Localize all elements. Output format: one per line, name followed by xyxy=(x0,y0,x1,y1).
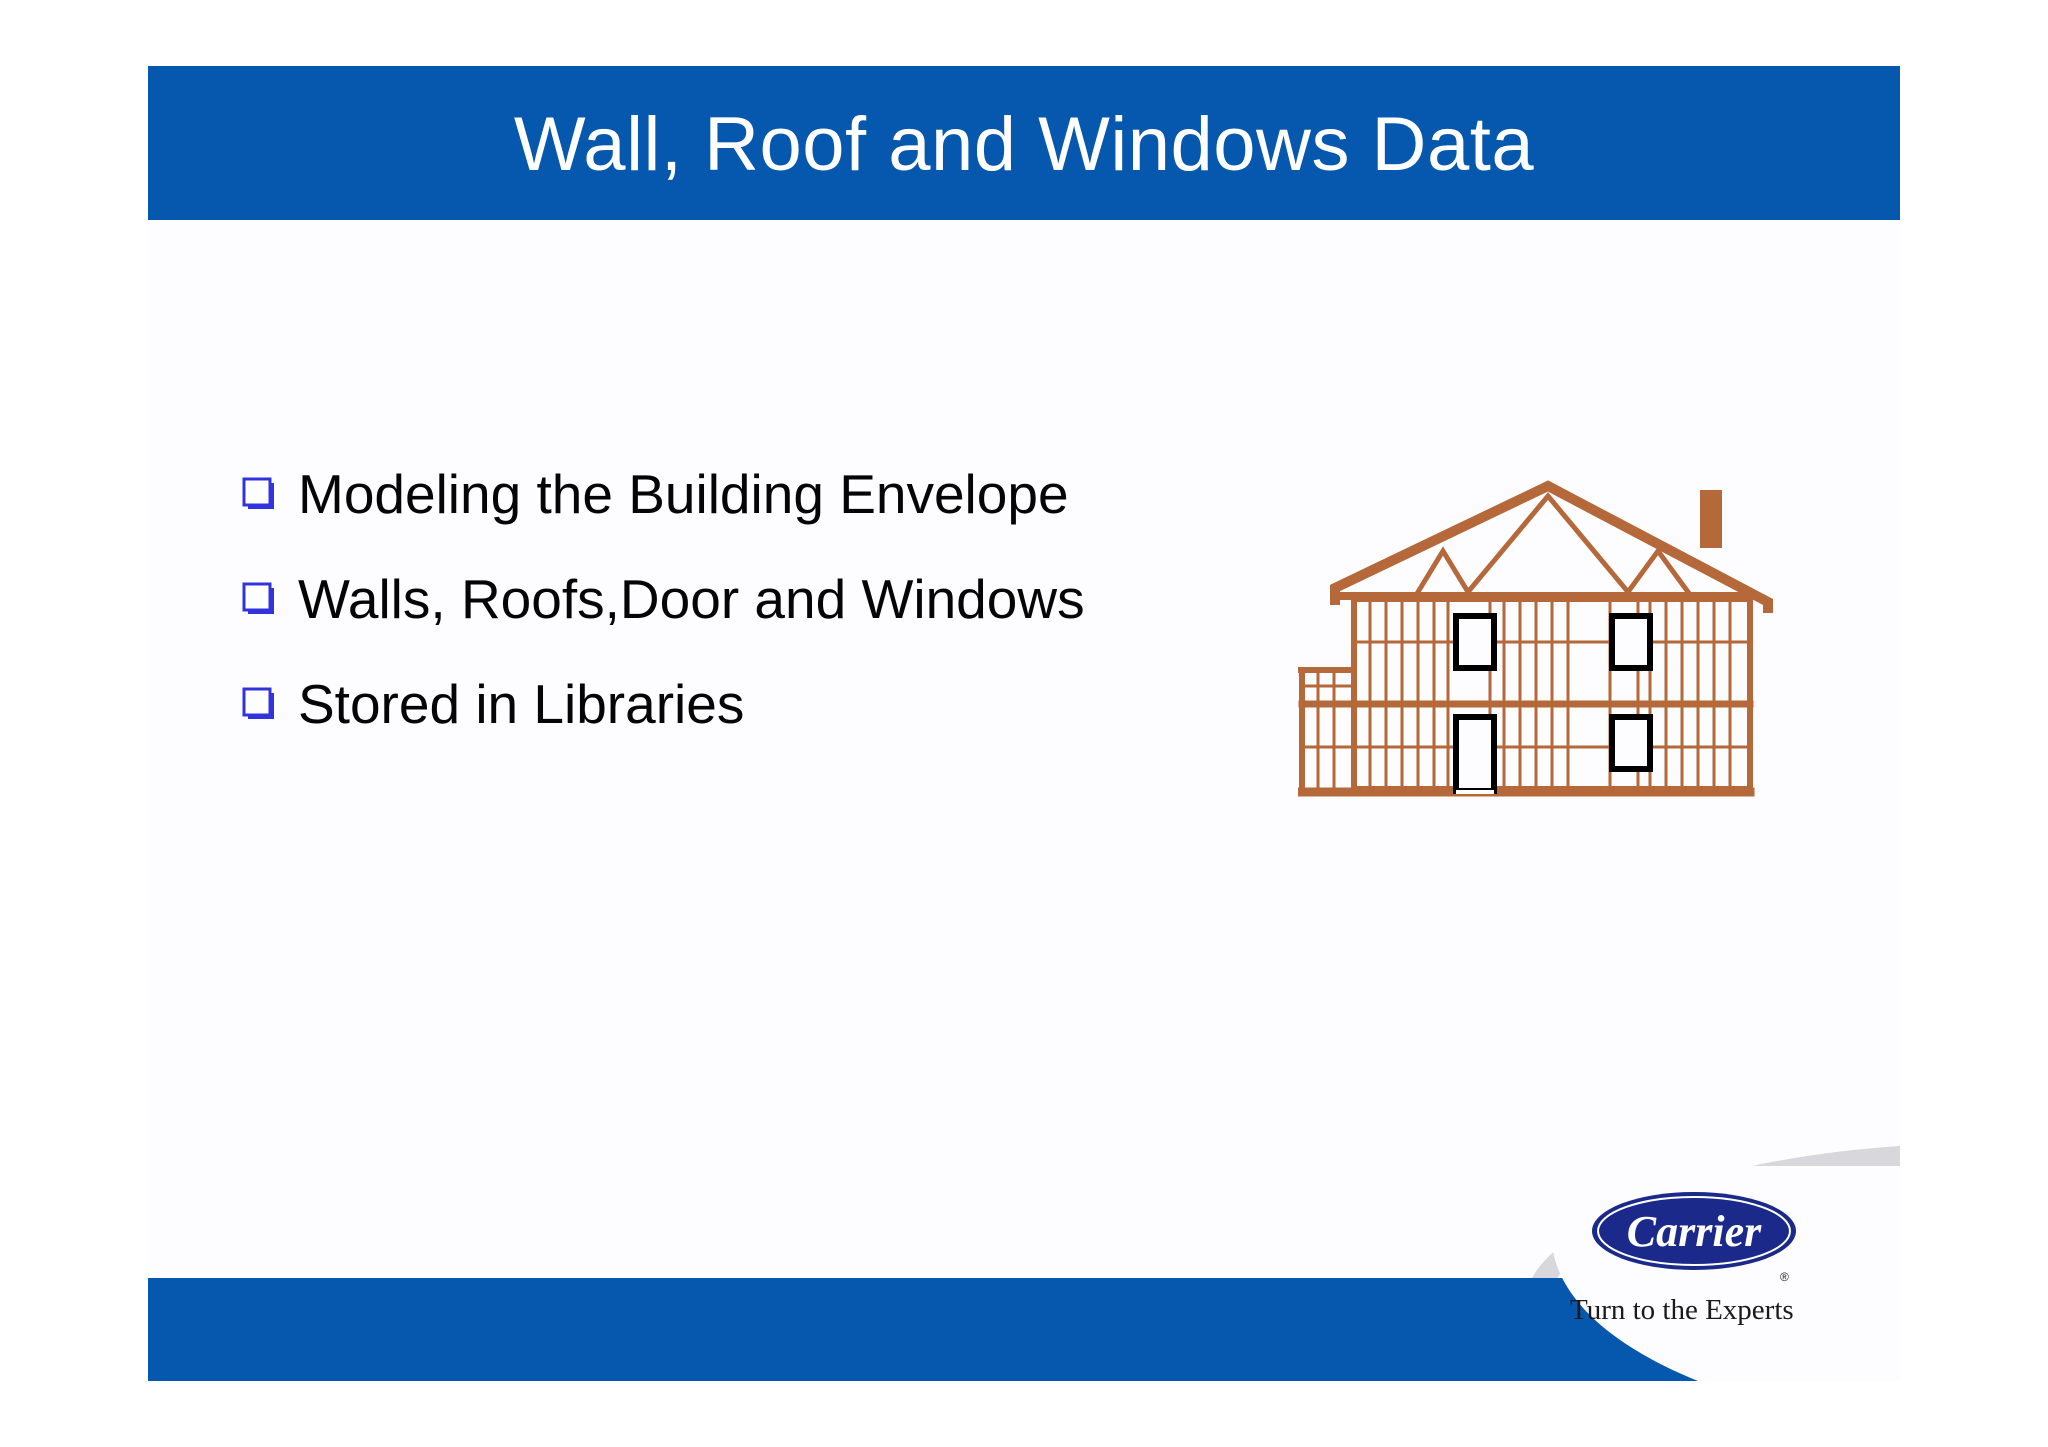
bullet-item: Walls, Roofs,Door and Windows xyxy=(242,568,1085,630)
slide: Wall, Roof and Windows Data Modeling the… xyxy=(148,66,1900,1381)
registered-mark: ® xyxy=(1780,1270,1789,1284)
logo-oval-icon xyxy=(1592,1192,1796,1270)
carrier-logo: Carrier ® Turn to the Experts xyxy=(1548,1186,1848,1356)
checkbox-square-icon xyxy=(242,582,274,614)
checkbox-square-icon xyxy=(242,687,274,719)
bullet-item: Modeling the Building Envelope xyxy=(242,463,1085,525)
bullet-text: Modeling the Building Envelope xyxy=(298,463,1069,525)
bullet-item: Stored in Libraries xyxy=(242,673,1085,735)
house-frame-icon xyxy=(1298,480,1773,797)
checkbox-square-icon xyxy=(242,477,274,509)
logo-tagline: Turn to the Experts xyxy=(1570,1294,1794,1326)
bullet-list: Modeling the Building Envelope Walls, Ro… xyxy=(242,463,1085,779)
title-bar: Wall, Roof and Windows Data xyxy=(148,66,1900,220)
bullet-text: Walls, Roofs,Door and Windows xyxy=(298,568,1085,630)
logo-wordmark: Carrier xyxy=(1626,1206,1762,1256)
slide-title: Wall, Roof and Windows Data xyxy=(513,101,1535,187)
bullet-text: Stored in Libraries xyxy=(298,673,745,735)
